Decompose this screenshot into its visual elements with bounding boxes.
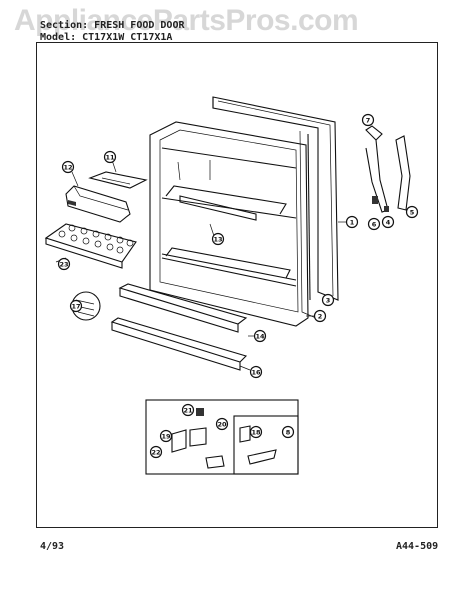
callout-2: 2 xyxy=(313,309,327,323)
callout-label: 20 xyxy=(217,421,227,429)
callout-label: 23 xyxy=(59,261,68,269)
callout-18: 18 xyxy=(249,425,263,439)
callout-8: 8 xyxy=(281,425,295,439)
callout-label: 12 xyxy=(63,164,72,172)
model-line: Model: CT17X1W CT17X1A xyxy=(40,32,172,43)
callout-circle xyxy=(321,293,335,307)
callout-circle xyxy=(253,329,267,343)
callout-circle xyxy=(103,150,117,164)
callout-7: 7 xyxy=(361,113,375,127)
callout-circle xyxy=(249,365,263,379)
callout-label: 8 xyxy=(286,429,291,437)
callout-label: 16 xyxy=(251,369,261,377)
diagram-frame xyxy=(36,42,438,528)
callout-label: 4 xyxy=(386,219,391,227)
callout-label: 2 xyxy=(318,313,323,321)
callout-4: 4 xyxy=(381,215,395,229)
door-gasket xyxy=(212,96,339,319)
callout-label: 11 xyxy=(105,154,115,162)
callout-20: 20 xyxy=(215,417,229,431)
callout-label: 17 xyxy=(71,303,80,311)
callout-circle xyxy=(381,215,395,229)
butter-compartment xyxy=(65,185,131,223)
egg-tray xyxy=(44,223,137,269)
callout-label: 19 xyxy=(161,433,171,441)
callout-3: 3 xyxy=(321,293,335,307)
shelf-front-bar xyxy=(110,317,248,371)
callout-label: 22 xyxy=(151,449,160,457)
callout-label: 1 xyxy=(350,219,355,227)
callout-circle xyxy=(69,299,83,313)
door-liner xyxy=(149,121,309,327)
callout-6: 6 xyxy=(367,217,381,231)
footer-date: 4/93 xyxy=(40,541,65,552)
detail-box xyxy=(145,399,299,475)
callout-label: 5 xyxy=(410,209,415,217)
callout-circle xyxy=(149,445,163,459)
callout-23: 23 xyxy=(57,257,71,271)
callout-22: 22 xyxy=(149,445,163,459)
callout-13: 13 xyxy=(211,232,225,246)
callout-circle xyxy=(405,205,419,219)
callout-circle xyxy=(61,160,75,174)
callout-16: 16 xyxy=(249,365,263,379)
model-value: CT17X1W CT17X1A xyxy=(82,32,173,43)
callout-label: 6 xyxy=(372,221,377,229)
callout-circle xyxy=(211,232,225,246)
door-shelf xyxy=(118,283,248,333)
dairy-cover xyxy=(88,171,148,189)
callout-circle xyxy=(361,113,375,127)
callout-circle xyxy=(215,417,229,431)
callout-17: 17 xyxy=(69,299,83,313)
footer-code: A44-509 xyxy=(396,541,439,552)
callout-circle xyxy=(345,215,359,229)
hinge-parts xyxy=(365,125,411,213)
callout-circle xyxy=(57,257,71,271)
callout-circle xyxy=(249,425,263,439)
callout-circle xyxy=(181,403,195,417)
callout-14: 14 xyxy=(253,329,267,343)
callout-circle xyxy=(367,217,381,231)
callout-1: 1 xyxy=(345,215,359,229)
section-value: FRESH FOOD DOOR xyxy=(94,20,185,31)
callout-label: 21 xyxy=(183,407,193,415)
callout-label: 3 xyxy=(326,297,331,305)
section-line: Section: FRESH FOOD DOOR xyxy=(40,20,184,31)
callout-label: 14 xyxy=(255,333,265,341)
leader-lines xyxy=(55,122,369,371)
callout-label: 13 xyxy=(213,236,222,244)
section-label: Section: xyxy=(40,20,89,31)
callout-12: 12 xyxy=(61,160,75,174)
callout-label: 18 xyxy=(251,429,261,437)
callout-5: 5 xyxy=(405,205,419,219)
callout-21: 21 xyxy=(181,403,195,417)
callout-19: 19 xyxy=(159,429,173,443)
callout-circle xyxy=(281,425,295,439)
shelf-bar xyxy=(179,195,257,221)
model-label: Model: xyxy=(40,32,77,43)
callout-11: 11 xyxy=(103,150,117,164)
callout-circle xyxy=(313,309,327,323)
callout-label: 7 xyxy=(366,117,371,125)
callout-circle xyxy=(159,429,173,443)
